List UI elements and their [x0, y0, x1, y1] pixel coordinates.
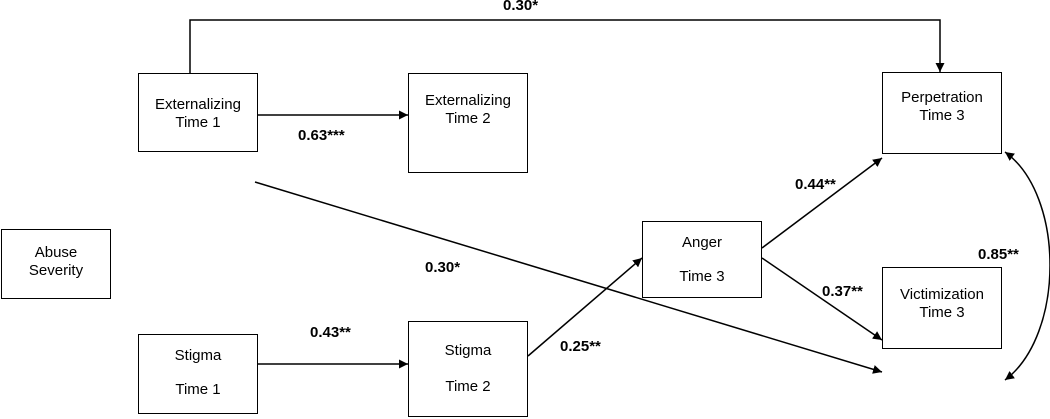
node-victimization-time3: Victimization Time 3	[882, 267, 1002, 349]
coef-stigma2-anger: 0.25**	[560, 338, 601, 355]
coef-anger-perp: 0.44**	[795, 176, 836, 193]
node-abuse-severity: Abuse Severity	[1, 229, 111, 299]
coef-ext1-vict: 0.30*	[425, 259, 461, 276]
node-sublabel: Time 3	[919, 304, 965, 321]
coef-perp-vict: 0.85**	[978, 246, 1019, 263]
arrow-anger-to-vict	[761, 257, 883, 341]
node-label: Stigma	[174, 347, 222, 364]
node-label: Perpetration	[901, 89, 983, 106]
node-label: Anger	[681, 234, 723, 251]
arrow-stigma2-to-anger	[527, 257, 643, 357]
node-sublabel: Time 2	[445, 378, 491, 395]
node-sublabel: Time 3	[679, 268, 725, 285]
arrow-ext1-to-vict	[254, 181, 883, 374]
node-anger-time3: Anger Time 3	[642, 221, 762, 298]
node-label: Abuse	[34, 244, 78, 261]
node-sublabel: Severity	[28, 262, 84, 279]
coef-ext1-ext2: 0.63***	[298, 127, 345, 144]
node-externalizing-time2: Externalizing Time 2	[408, 73, 528, 173]
node-label: Externalizing	[425, 92, 511, 109]
coef-stigma1-stigma2: 0.43**	[310, 324, 351, 341]
node-externalizing-time1: Externalizing Time 1	[138, 73, 258, 152]
arrow-ext1-to-perp	[189, 19, 945, 73]
node-label: Victimization	[900, 286, 984, 303]
node-label: Stigma	[444, 342, 492, 359]
coef-anger-vict: 0.37**	[822, 283, 863, 300]
node-perpetration-time3: Perpetration Time 3	[882, 72, 1002, 154]
arrow-perp-vict-correlation	[1004, 151, 1050, 381]
node-sublabel: Time 3	[919, 107, 965, 124]
node-sublabel: Time 1	[175, 381, 221, 398]
coef-ext1-perp: 0.30*	[503, 0, 539, 14]
arrow-anger-to-perp	[761, 157, 883, 249]
node-sublabel: Time 1	[175, 114, 221, 131]
node-sublabel: Time 2	[445, 110, 491, 127]
node-stigma-time1: Stigma Time 1	[138, 334, 258, 414]
node-label: Externalizing	[155, 96, 241, 113]
node-stigma-time2: Stigma Time 2	[408, 321, 528, 417]
